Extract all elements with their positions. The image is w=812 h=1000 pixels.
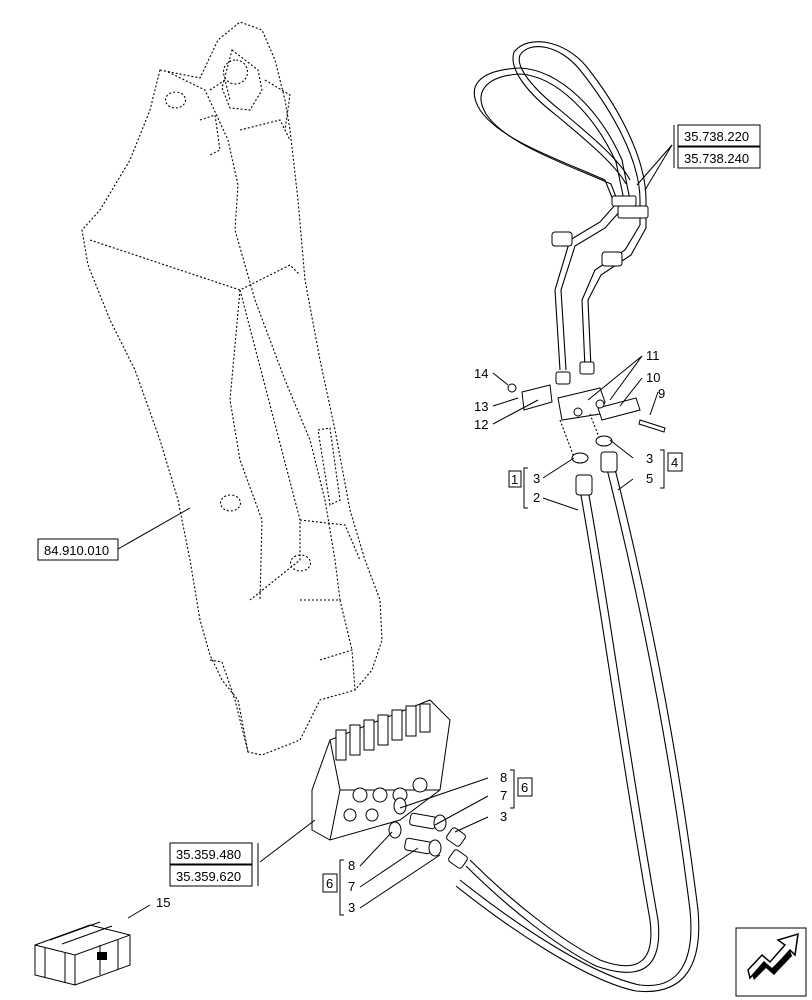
callout-9: 9 (658, 386, 665, 401)
hose-assembly-lower (446, 451, 700, 993)
callout-15: 15 (156, 895, 170, 910)
callout-10: 10 (646, 370, 660, 385)
valve-ref-1-label: 35.359.480 (176, 847, 241, 862)
callout-8b: 8 (348, 858, 355, 873)
callout-7a: 7 (500, 788, 507, 803)
callout-5: 5 (646, 471, 653, 486)
hose-ref-2-label: 35.738.240 (684, 151, 749, 166)
valve-ref-2-label: 35.359.620 (176, 869, 241, 884)
reference-box-35.738.220[interactable]: 35.738.220 (677, 124, 761, 147)
kit-box-1[interactable]: 1 (508, 470, 522, 488)
callout-8a: 8 (500, 770, 507, 785)
hose-ref-1-label: 35.738.220 (684, 129, 749, 144)
callout-numbers: 14 13 12 11 10 9 3 2 3 5 8 7 3 8 7 3 15 (156, 348, 665, 915)
svg-text:4: 4 (671, 455, 678, 470)
control-valve-block (311, 699, 451, 857)
reference-box-35.359.480[interactable]: 35.359.480 (169, 842, 253, 865)
callout-12: 12 (474, 417, 488, 432)
reference-box-35.738.240[interactable]: 35.738.240 (677, 146, 761, 169)
callout-3b: 3 (646, 451, 653, 466)
callout-3d: 3 (348, 900, 355, 915)
clamp-assembly (507, 383, 666, 464)
boom-illustration (81, 21, 383, 756)
callout-3a: 3 (533, 471, 540, 486)
leader-lines (117, 144, 673, 919)
reference-box-84.910.010[interactable]: 84.910.010 (37, 538, 119, 561)
hose-assembly-upper (473, 41, 649, 385)
kit-box-6-right[interactable]: 6 (517, 777, 533, 797)
callout-7b: 7 (348, 879, 355, 894)
boom-ref-label: 84.910.010 (44, 543, 109, 558)
svg-text:6: 6 (326, 876, 333, 891)
callout-14: 14 (474, 366, 488, 381)
svg-text:1: 1 (511, 472, 518, 487)
kit-box-4[interactable]: 4 (667, 452, 683, 472)
callout-13: 13 (474, 399, 488, 414)
callout-11: 11 (646, 348, 660, 363)
callout-3c: 3 (500, 809, 507, 824)
kit-box-icon (34, 921, 131, 986)
callout-2: 2 (533, 490, 540, 505)
svg-text:6: 6 (521, 780, 528, 795)
reference-box-35.359.620[interactable]: 35.359.620 (169, 864, 253, 887)
navigation-arrow-icon[interactable] (735, 927, 807, 997)
kit-box-6-left[interactable]: 6 (322, 873, 338, 893)
